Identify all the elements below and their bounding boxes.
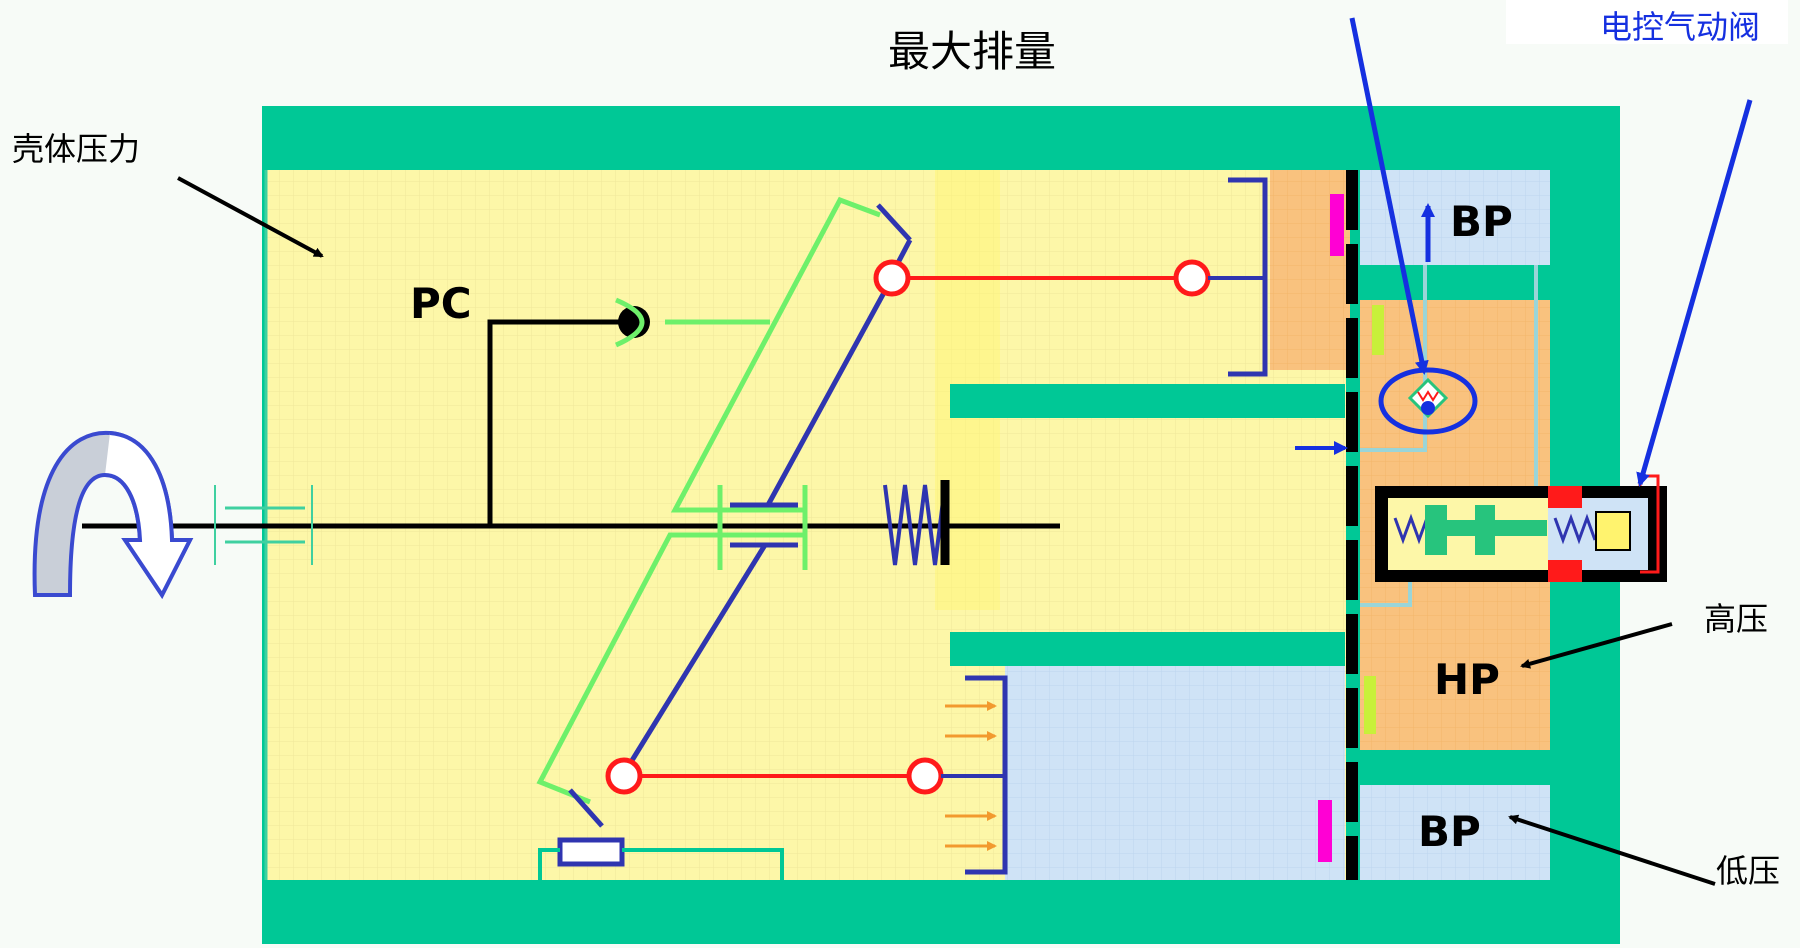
- diagram-title: 最大排量: [888, 27, 1056, 76]
- label-high-pressure: 高压: [1704, 600, 1768, 638]
- label-low-pressure: 低压: [1716, 852, 1780, 890]
- pointer-solenoid-valve: [1636, 99, 1753, 487]
- control-valve: [1375, 474, 1667, 582]
- label-hp: HP: [1434, 655, 1500, 704]
- cylinder-wall-lower: [950, 632, 1345, 666]
- pc-bellows-ball: [618, 306, 650, 338]
- pointer-housing-pressure: [177, 176, 324, 258]
- pointer-high-pressure: [1520, 622, 1673, 669]
- label-bp-bottom: BP: [1418, 807, 1481, 856]
- swashplate-blue: [557, 203, 913, 867]
- label-housing-pressure: 壳体压力: [12, 130, 140, 168]
- pointer-low-pressure: [1508, 814, 1716, 886]
- suction-flow-arrows: [945, 701, 997, 851]
- shaft-spring: [883, 484, 947, 566]
- label-solenoid-valve: 电控气动阀: [1600, 8, 1760, 46]
- suction-chamber-lower: [1005, 665, 1345, 880]
- bp-chamber-bottom: [1360, 785, 1550, 880]
- upper-joint-left: [873, 259, 911, 297]
- rotation-arrow: [32, 430, 194, 599]
- label-pc: PC: [410, 279, 472, 328]
- lower-joint-right: [906, 757, 944, 795]
- upper-joint-right: [1173, 259, 1211, 297]
- lower-joint-left: [605, 757, 643, 795]
- swashplate-green: [536, 196, 881, 805]
- label-bp-top: BP: [1450, 197, 1513, 246]
- cylinder-wall-upper: [950, 384, 1345, 418]
- pointer-check-valve: [1349, 17, 1429, 375]
- pc-line: [487, 319, 632, 526]
